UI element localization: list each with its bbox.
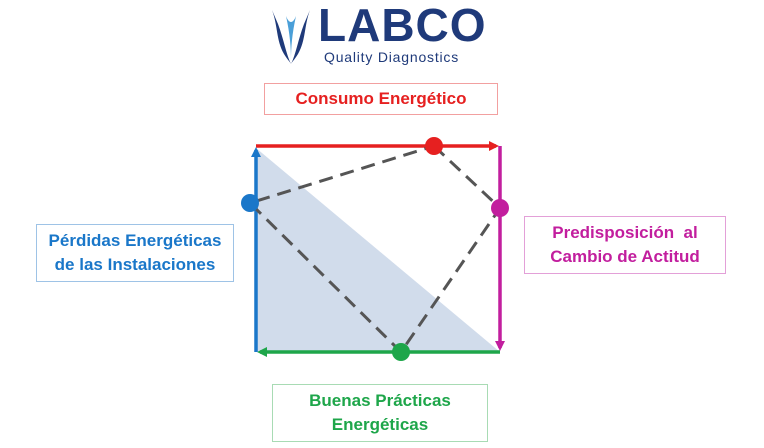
label-left-line1: Pérdidas Energéticas (48, 231, 222, 250)
left-point (241, 194, 259, 212)
logo-brand-text: LABCO (318, 0, 487, 51)
label-left-line2: de las Instalaciones (54, 255, 216, 274)
label-predisposicion-cambio: Predisposición al Cambio de Actitud (524, 216, 726, 274)
label-right-line2: Cambio de Actitud (550, 247, 700, 266)
logo-tagline: Quality Diagnostics (324, 49, 460, 65)
labco-logo-mark-icon (272, 10, 310, 64)
bottom-point (392, 343, 410, 361)
label-perdidas-energeticas: Pérdidas Energéticas de las Instalacione… (36, 224, 234, 282)
labco-logo: LABCO Quality Diagnostics (266, 0, 496, 68)
top-point (425, 137, 443, 155)
right-point (491, 199, 509, 217)
label-bottom-line1: Buenas Prácticas (309, 391, 451, 410)
label-top-text: Consumo Energético (295, 89, 467, 108)
label-right-line1: Predisposición al (552, 223, 698, 242)
label-bottom-line2: Energéticas (331, 415, 429, 434)
label-buenas-practicas: Buenas Prácticas Energéticas (272, 384, 488, 442)
label-consumo-energetico: Consumo Energético (264, 83, 498, 115)
shaded-triangle (256, 148, 500, 352)
